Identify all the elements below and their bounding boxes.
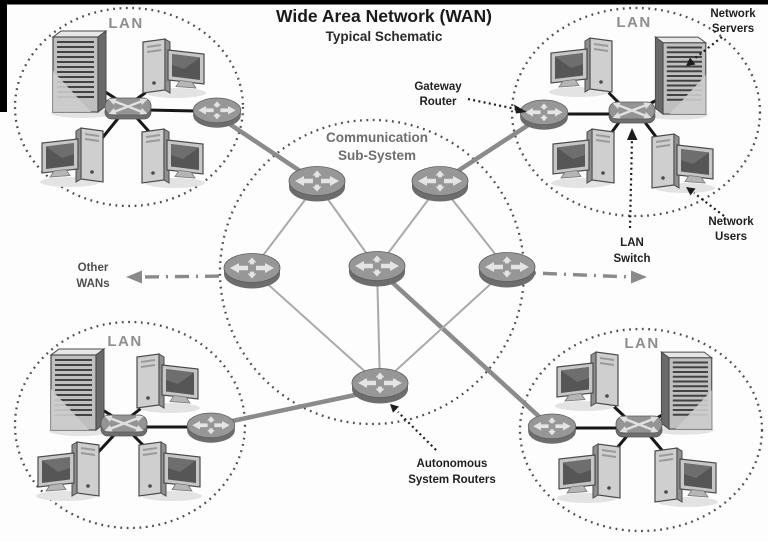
other-wans-line-right [533, 271, 631, 279]
other-wan-lines [126, 270, 647, 284]
autonomous-routers-label-line2: System Routers [408, 474, 496, 486]
as-router-icon [478, 252, 536, 288]
network-users-arrow [693, 192, 725, 217]
diagram-title: Wide Area Network (WAN) [276, 6, 492, 26]
arrowhead-icon [390, 404, 399, 413]
autonomous-routers-arrow [397, 411, 437, 451]
lan-label-bottom-left: LAN [107, 333, 142, 350]
network-users-label-line2: Users [715, 231, 747, 243]
arrow-right-icon [631, 270, 647, 284]
network-servers-label-line1: Network [710, 8, 756, 20]
workstation-icon [136, 353, 201, 414]
lan-label-bottom-right: LAN [624, 335, 659, 352]
arrowhead-icon [627, 128, 638, 140]
other-wans-label-line1: Other [78, 262, 109, 274]
annotation-arrows [390, 36, 725, 451]
workstation-icon [35, 441, 100, 502]
server-icon [49, 29, 115, 120]
top-frame-bar [0, 0, 768, 5]
lan-boundary-top-right [510, 6, 762, 218]
gateway-router-arrow [467, 97, 517, 111]
as-router-icon [348, 251, 406, 287]
workstation-icon [548, 37, 613, 98]
arrowhead-icon [686, 187, 696, 196]
other-wans-label-line2: WANs [76, 278, 109, 290]
router-icon [192, 97, 242, 129]
workstation-icon [142, 38, 207, 99]
device-link [146, 108, 197, 113]
workstation-icon [556, 443, 621, 504]
network-users-label-line1: Network [708, 216, 754, 228]
lan-switch-arrow [628, 137, 634, 229]
diagram-subtitle: Typical Schematic [326, 29, 443, 44]
gateway-router-label-line2: Router [419, 96, 457, 108]
workstation-icon [39, 127, 104, 188]
lan-boundary-bottom-right [518, 327, 764, 533]
wan-link-br [381, 272, 547, 424]
autonomous-routers-label-line1: Autonomous [417, 458, 488, 470]
lan-switch-icon [614, 414, 664, 439]
lan-bottom-right [527, 351, 719, 508]
subsystem-label-line1: Communication [326, 130, 428, 145]
server-icon [653, 351, 715, 436]
mesh-link [376, 267, 381, 386]
server-icon [647, 36, 709, 121]
workstation-icon [141, 128, 206, 189]
lan-label-top-right: LAN [616, 14, 651, 31]
router-icon [527, 413, 577, 445]
lan-bottom-left [35, 347, 236, 502]
lan-switch-label-line1: LAN [620, 237, 644, 249]
wan-link-bl [217, 388, 375, 427]
lan-switch-icon [99, 413, 149, 438]
workstation-icon [138, 441, 203, 502]
workstation-icon [651, 133, 716, 194]
as-router-icon [288, 166, 346, 202]
as-router-icon [223, 253, 281, 289]
workstation-icon [554, 351, 619, 412]
lan-top-right [519, 36, 716, 194]
arrowhead-icon [686, 57, 696, 66]
as-router-icon [411, 166, 469, 202]
network-servers-label-line2: Servers [712, 23, 754, 35]
subsystem-label-line2: Sub-System [338, 148, 416, 163]
other-wans-line-left [141, 274, 229, 279]
as-router-icon [351, 368, 409, 404]
lan-switch-label-line2: Switch [613, 253, 650, 265]
gateway-router-icon [519, 99, 569, 131]
lan-switch-icon [103, 96, 153, 121]
lan-top-left [39, 29, 242, 189]
wan-links [217, 117, 547, 427]
wan-link-tr [442, 118, 538, 182]
mesh-link [379, 268, 508, 386]
arrow-left-icon [126, 270, 142, 284]
workstation-icon [654, 447, 719, 508]
lan-label-top-left: LAN [108, 15, 143, 32]
workstation-icon [550, 128, 615, 189]
left-frame-bar [0, 0, 7, 112]
arrowhead-icon [514, 104, 527, 114]
router-icon [186, 412, 236, 444]
mesh-link [251, 269, 381, 386]
network-servers-arrow [693, 36, 723, 60]
gateway-router-label-line1: Gateway [414, 81, 462, 93]
lan-switch-icon [607, 100, 657, 125]
lan-boundary-bottom-left [13, 320, 247, 530]
lan-boundary-top-left [13, 6, 245, 208]
